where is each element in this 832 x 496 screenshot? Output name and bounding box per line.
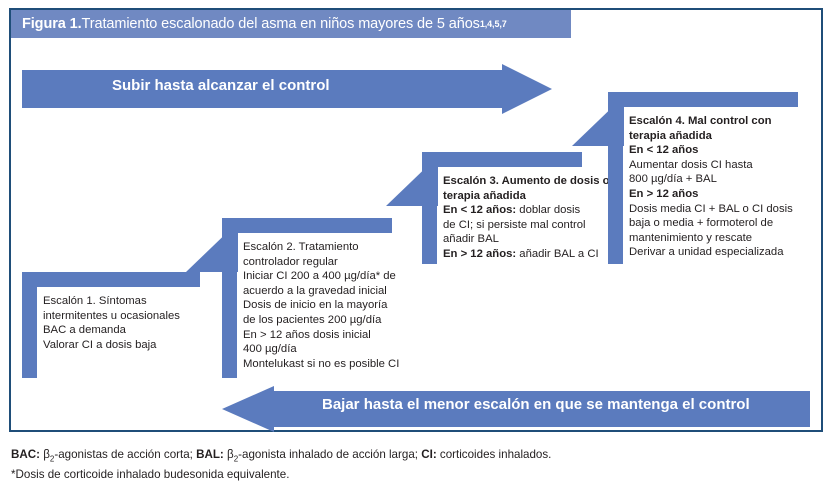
step-2-line-7: 400 µg/día — [243, 343, 297, 356]
step-3-line-5-bold: En > 12 años: — [443, 247, 517, 260]
step-2-left-bar — [222, 218, 237, 378]
step-1-left-bar — [22, 272, 37, 378]
step-2-line-4: Dosis de inicio en la mayoría — [243, 299, 388, 312]
footnote-bal-text: β2-agonista inhalado de acción larga; — [223, 448, 422, 464]
step-2-line-8: Montelukast si no es posible CI — [243, 357, 400, 370]
step-1-text: Escalón 1. Síntomas intermitentes u ocas… — [43, 294, 180, 352]
figure-title-bar: Figura 1. Tratamiento escalonado del asm… — [11, 10, 571, 38]
footnote-bac-abbrev: BAC: — [11, 448, 40, 461]
step-box-escalon-4: Escalón 4. Mal control con terapia añadi… — [608, 92, 798, 264]
arrow-bajar-label: Bajar hasta el menor escalón en que se m… — [322, 396, 750, 413]
title-prefix: Figura 1. — [22, 16, 82, 32]
step-3-left-bar — [422, 152, 437, 264]
step-3-line-4: añadir BAL — [443, 233, 499, 246]
step-2-line-3: acuerdo a la gravedad inicial — [243, 284, 387, 297]
step-4-line-8: mantenimiento y rescate — [629, 231, 753, 244]
step-2-line-1: controlador regular — [243, 255, 338, 268]
step-1-top-bar — [22, 272, 200, 287]
step-1-line-3: Valorar CI a dosis baja — [43, 338, 157, 351]
footnote-bal-abbrev: BAL: — [196, 448, 224, 461]
step-3-text: Escalón 3. Aumento de dosis o terapia añ… — [443, 174, 610, 262]
footnote-bac-text: β2-agonistas de acción corta; — [39, 448, 197, 464]
step-4-line-9: Derivar a unidad especializada — [629, 246, 784, 259]
step-4-top-bar — [608, 92, 798, 107]
step-box-escalon-3: Escalón 3. Aumento de dosis o terapia añ… — [422, 152, 610, 264]
step-3-line-3: de CI; si persiste mal control — [443, 218, 586, 231]
step-box-escalon-2: Escalón 2. Tratamiento controlador regul… — [222, 218, 399, 378]
step-4-line-3: Aumentar dosis CI hasta — [629, 158, 753, 171]
step-3-top-bar — [422, 152, 582, 167]
step-4-line-0: Escalón 4. Mal control con — [629, 115, 772, 127]
step-3-line-2-rest: doblar dosis — [516, 204, 581, 217]
step-2-line-0: Escalón 2. Tratamiento — [243, 241, 359, 253]
step-4-line-4: 800 µg/día + BAL — [629, 173, 717, 186]
step-2-top-bar — [222, 218, 392, 233]
footnote-ci-text: corticoides inhalados. — [436, 448, 552, 461]
arrow-bajar: Bajar hasta el menor escalón en que se m… — [222, 386, 810, 432]
title-superscript: 1,4,5,7 — [479, 19, 507, 29]
footnote-ci-abbrev: CI: — [421, 448, 437, 461]
arrow-subir-label: Subir hasta alcanzar el control — [112, 77, 330, 94]
step-4-text: Escalón 4. Mal control con terapia añadi… — [629, 114, 793, 260]
step-4-line-7: baja o media + formoterol de — [629, 217, 774, 230]
step-2-line-6: En > 12 años dosis inicial — [243, 328, 371, 341]
step-2-line-5: de los pacientes 200 µg/día — [243, 313, 382, 326]
footnote-line-2: *Dosis de corticoide inhalado budesonida… — [11, 467, 290, 481]
step-2-line-2: Iniciar CI 200 a 400 µg/día* de — [243, 270, 396, 283]
step-4-line-5: En > 12 años — [629, 187, 699, 200]
step-4-line-1: terapia añadida — [629, 129, 712, 142]
footnote-line-1: BAC: β2-agonistas de acción corta; BAL: … — [11, 447, 821, 467]
step-3-line-1: terapia añadida — [443, 189, 526, 202]
step-4-line-2: En < 12 años — [629, 144, 699, 157]
figure-footnote: BAC: β2-agonistas de acción corta; BAL: … — [11, 447, 821, 482]
step-1-line-1: intermitentes u ocasionales — [43, 309, 180, 322]
step-3-line-5-rest: añadir BAL a CI — [516, 247, 599, 260]
title-text: Tratamiento escalonado del asma en niños… — [81, 16, 480, 32]
step-1-line-2: BAC a demanda — [43, 324, 126, 337]
step-1-line-0: Escalón 1. Síntomas — [43, 295, 147, 307]
step-4-left-bar — [608, 92, 623, 264]
step-4-line-6: Dosis media CI + BAL o CI dosis — [629, 202, 793, 215]
arrow-subir: Subir hasta alcanzar el control — [22, 64, 552, 114]
arrow-up-shape — [22, 64, 552, 114]
step-3-line-0: Escalón 3. Aumento de dosis o — [443, 175, 610, 187]
step-3-line-2-bold: En < 12 años: — [443, 204, 517, 217]
step-box-escalon-1: Escalón 1. Síntomas intermitentes u ocas… — [22, 272, 200, 378]
step-2-text: Escalón 2. Tratamiento controlador regul… — [243, 240, 399, 371]
arrow-down-shape — [222, 386, 810, 432]
